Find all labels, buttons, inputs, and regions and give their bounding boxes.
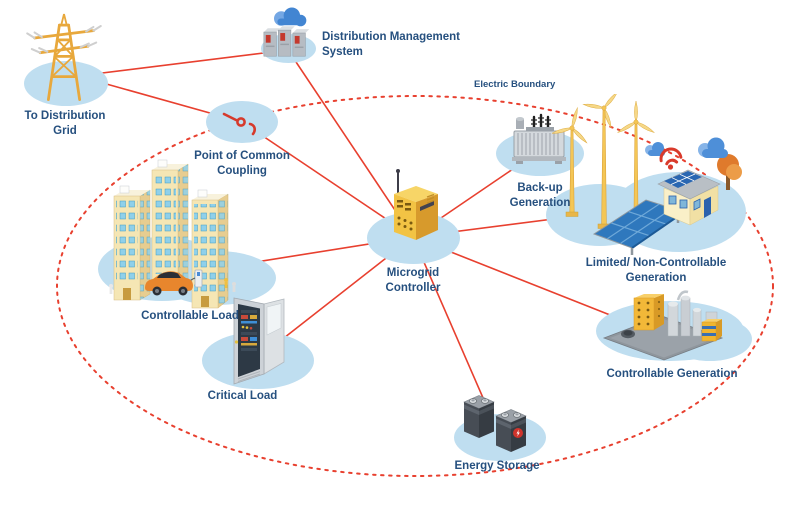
transmission-tower-icon <box>26 13 102 101</box>
wind-turbines-icon <box>552 94 656 233</box>
node-label: Point of Common Coupling <box>194 150 290 177</box>
generator-icon <box>512 113 566 164</box>
electric-boundary-ellipse <box>56 95 774 477</box>
person-icon <box>109 278 236 294</box>
node-label: Limited/ Non-Controllable Generation <box>585 257 727 284</box>
electric-boundary-label: Electric Boundary <box>474 79 556 90</box>
node-pad <box>206 101 278 143</box>
cloud-icon <box>698 137 728 158</box>
node-label: Critical Load <box>207 390 278 402</box>
node-label: To Distribution Grid <box>24 110 106 137</box>
power-plant-icon <box>602 290 724 361</box>
connection-distribution_management_system-microgrid_controller <box>287 49 414 238</box>
wifi-icon <box>659 147 683 170</box>
node-label: Microgrid Controller <box>385 267 441 294</box>
controller-box-icon <box>394 169 438 240</box>
batteries-icon <box>463 395 527 452</box>
ev-car-charger-icon <box>145 269 203 296</box>
tree-icon <box>717 154 742 190</box>
connection-to_distribution_grid-distribution_management_system <box>77 49 289 77</box>
control-cabinet-icon <box>233 297 285 385</box>
cloud-servers-icon <box>263 7 310 57</box>
node-label: Controllable Generation <box>606 368 738 380</box>
node-label: Energy Storage <box>454 460 540 472</box>
node-label: Back-up Generation <box>509 182 571 209</box>
node-label: Controllable Load <box>141 310 239 322</box>
node-label: Distribution Management System <box>322 31 461 58</box>
house-icon <box>657 169 721 226</box>
disconnect-switch-icon <box>222 112 256 136</box>
